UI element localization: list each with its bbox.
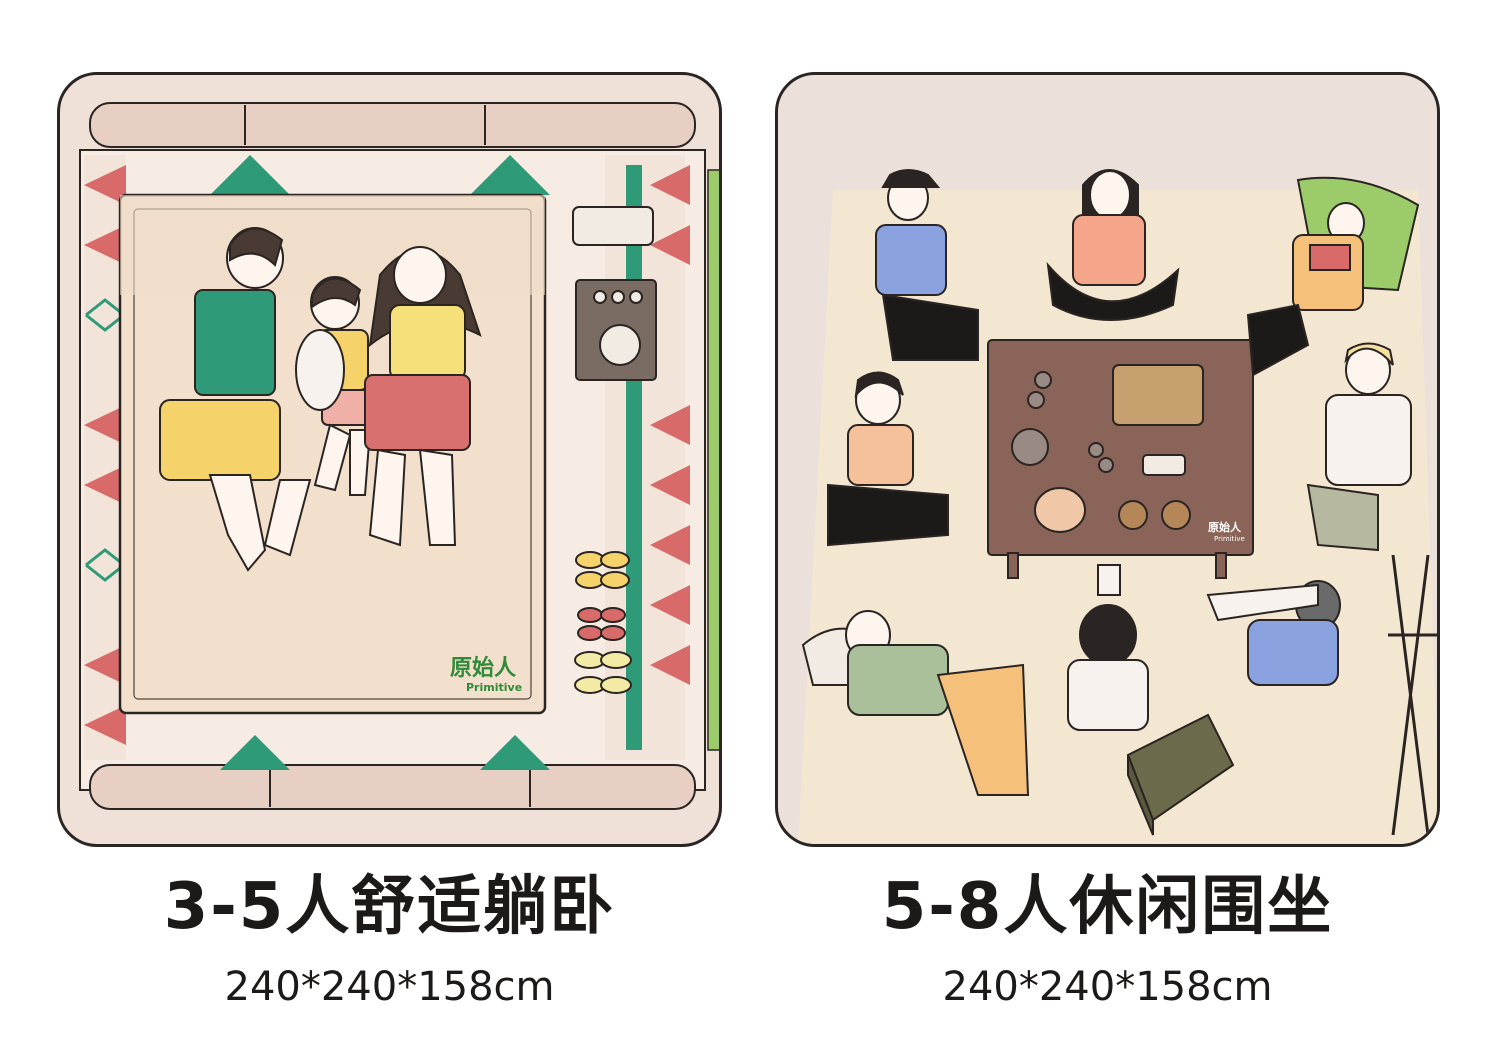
caption-right: 5-8人休闲围坐 240*240*158cm bbox=[775, 875, 1440, 1007]
caption-title-sitting: 5-8人休闲围坐 bbox=[881, 870, 1334, 944]
top-bolster bbox=[89, 102, 696, 148]
camping-items bbox=[572, 206, 657, 694]
person-blue-shirt bbox=[1206, 580, 1341, 686]
person-reading bbox=[1246, 176, 1420, 377]
caption-left: 3-5人舒适躺卧 240*240*158cm bbox=[57, 875, 722, 1007]
person-mom bbox=[364, 246, 482, 547]
grass-edge bbox=[707, 169, 719, 751]
brand-logo-cn: 原始人 bbox=[450, 655, 516, 681]
table-brand-cn: 原始人 bbox=[1208, 520, 1242, 534]
illustration-group-sitting: 原始人 Primitive bbox=[775, 72, 1440, 847]
bottom-bolster bbox=[89, 764, 696, 810]
caption-size-right: 240*240*158cm bbox=[942, 964, 1273, 1010]
triangle-motifs bbox=[210, 155, 550, 770]
group-sitting-scene: 原始人 Primitive bbox=[798, 169, 1437, 844]
person-back-view bbox=[1067, 564, 1149, 731]
folding-chair bbox=[1388, 554, 1437, 836]
person-waving-man bbox=[1306, 342, 1412, 552]
caption-title-lying: 3-5人舒适躺卧 bbox=[163, 870, 616, 944]
person-child bbox=[295, 276, 378, 496]
person-lying-phone bbox=[801, 610, 1030, 796]
person-dad bbox=[159, 227, 312, 572]
illustration-family-lying: 原始人 Primitive bbox=[57, 72, 722, 847]
person-glasses-woman bbox=[827, 371, 949, 547]
table-brand-en: Primitive bbox=[1214, 535, 1245, 543]
cooler-box bbox=[1126, 713, 1235, 836]
low-table bbox=[987, 339, 1254, 579]
person-hat-man bbox=[875, 169, 979, 361]
caption-size-left: 240*240*158cm bbox=[224, 964, 555, 1010]
family-lying-scene: 原始人 Primitive bbox=[79, 102, 719, 810]
person-girl-cross-legged bbox=[1046, 169, 1180, 321]
brand-logo-en: Primitive bbox=[466, 681, 522, 694]
